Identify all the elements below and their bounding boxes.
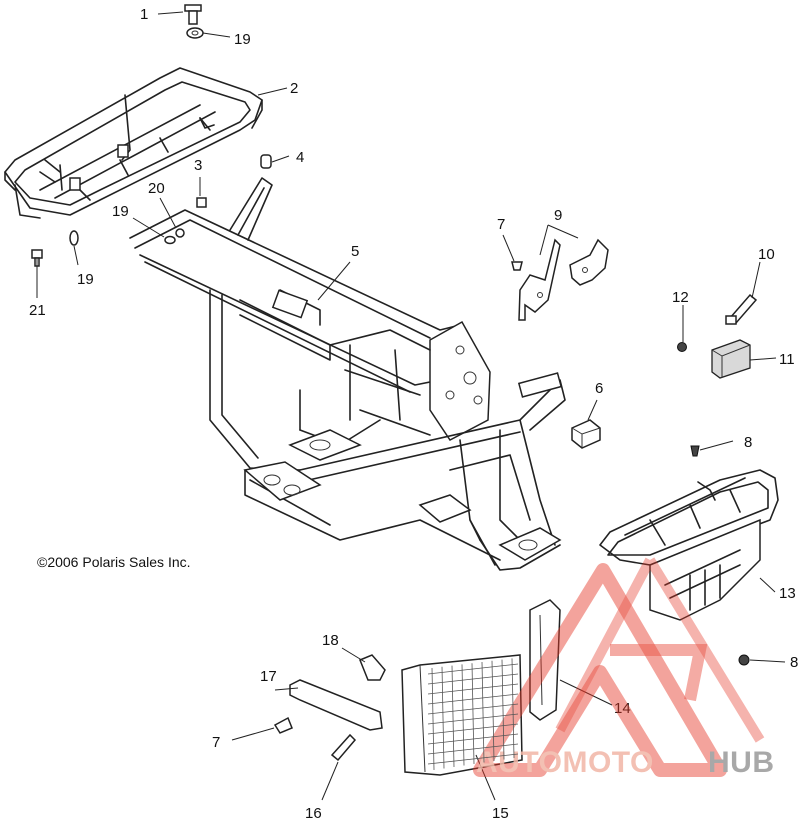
part-18-clip xyxy=(359,654,386,681)
callout-3: 3 xyxy=(194,157,202,174)
part-2-rear-rack xyxy=(4,67,263,219)
callout-19-left: 19 xyxy=(77,271,94,288)
leader-lines xyxy=(36,11,786,801)
part-19-washer-mid xyxy=(164,235,176,245)
callout-10: 10 xyxy=(758,246,775,263)
callout-5: 5 xyxy=(351,243,359,260)
part-13-front-rack xyxy=(599,469,779,621)
part-8-screw-bottom xyxy=(738,654,750,666)
part-16-pin xyxy=(330,733,357,762)
part-7-bolt-top xyxy=(511,261,523,271)
part-8-screw-top xyxy=(690,445,700,457)
part-3-nut xyxy=(196,197,207,208)
watermark-logo: AUTOMOTO HUB xyxy=(473,557,775,779)
triangle-logo-icon xyxy=(473,557,765,777)
callout-14: 14 xyxy=(614,700,631,717)
callout-16: 16 xyxy=(305,805,322,821)
part-19-washer-top xyxy=(186,27,204,39)
callout-20: 20 xyxy=(148,180,165,197)
part-1-bolt xyxy=(184,4,202,25)
grille-mesh xyxy=(427,658,519,771)
copyright-text: ©2006 Polaris Sales Inc. xyxy=(37,554,191,570)
callout-18: 18 xyxy=(322,632,339,649)
callout-21: 21 xyxy=(29,302,46,319)
callout-7-top: 7 xyxy=(497,216,505,233)
callout-labels: 1 19 2 3 4 20 19 5 7 9 10 21 19 12 11 6 … xyxy=(29,6,798,821)
callout-11: 11 xyxy=(779,351,795,368)
part-17-strap xyxy=(289,679,383,731)
part-10-bolt xyxy=(725,293,758,325)
callout-8-bottom: 8 xyxy=(790,654,798,671)
callout-19-mid: 19 xyxy=(112,203,129,220)
callout-1: 1 xyxy=(140,6,148,23)
watermark-text-hub: HUB xyxy=(708,746,775,779)
part-11-module xyxy=(711,339,751,379)
part-4-plug xyxy=(260,154,272,169)
part-21-bolt xyxy=(31,249,43,267)
callout-13: 13 xyxy=(779,585,796,602)
callout-4: 4 xyxy=(296,149,304,166)
part-5-main-frame xyxy=(129,177,566,571)
callout-8-top: 8 xyxy=(744,434,752,451)
callout-15: 15 xyxy=(492,805,509,821)
callout-2: 2 xyxy=(290,80,298,97)
part-19-washer-left xyxy=(69,230,79,246)
part-6-block xyxy=(571,419,601,449)
part-9-brackets xyxy=(518,238,609,321)
part-20-nut xyxy=(175,228,185,238)
watermark-text-automoto: AUTOMOTO xyxy=(476,746,654,779)
part-14-side-panel xyxy=(529,599,561,721)
part-12-nut xyxy=(677,342,687,352)
callout-6: 6 xyxy=(595,380,603,397)
callout-19-top: 19 xyxy=(234,31,251,48)
callout-9: 9 xyxy=(554,207,562,224)
callout-7-bottom: 7 xyxy=(212,734,220,751)
callout-17: 17 xyxy=(260,668,277,685)
part-7-bolt-bottom xyxy=(273,716,293,734)
callout-12: 12 xyxy=(672,289,689,306)
